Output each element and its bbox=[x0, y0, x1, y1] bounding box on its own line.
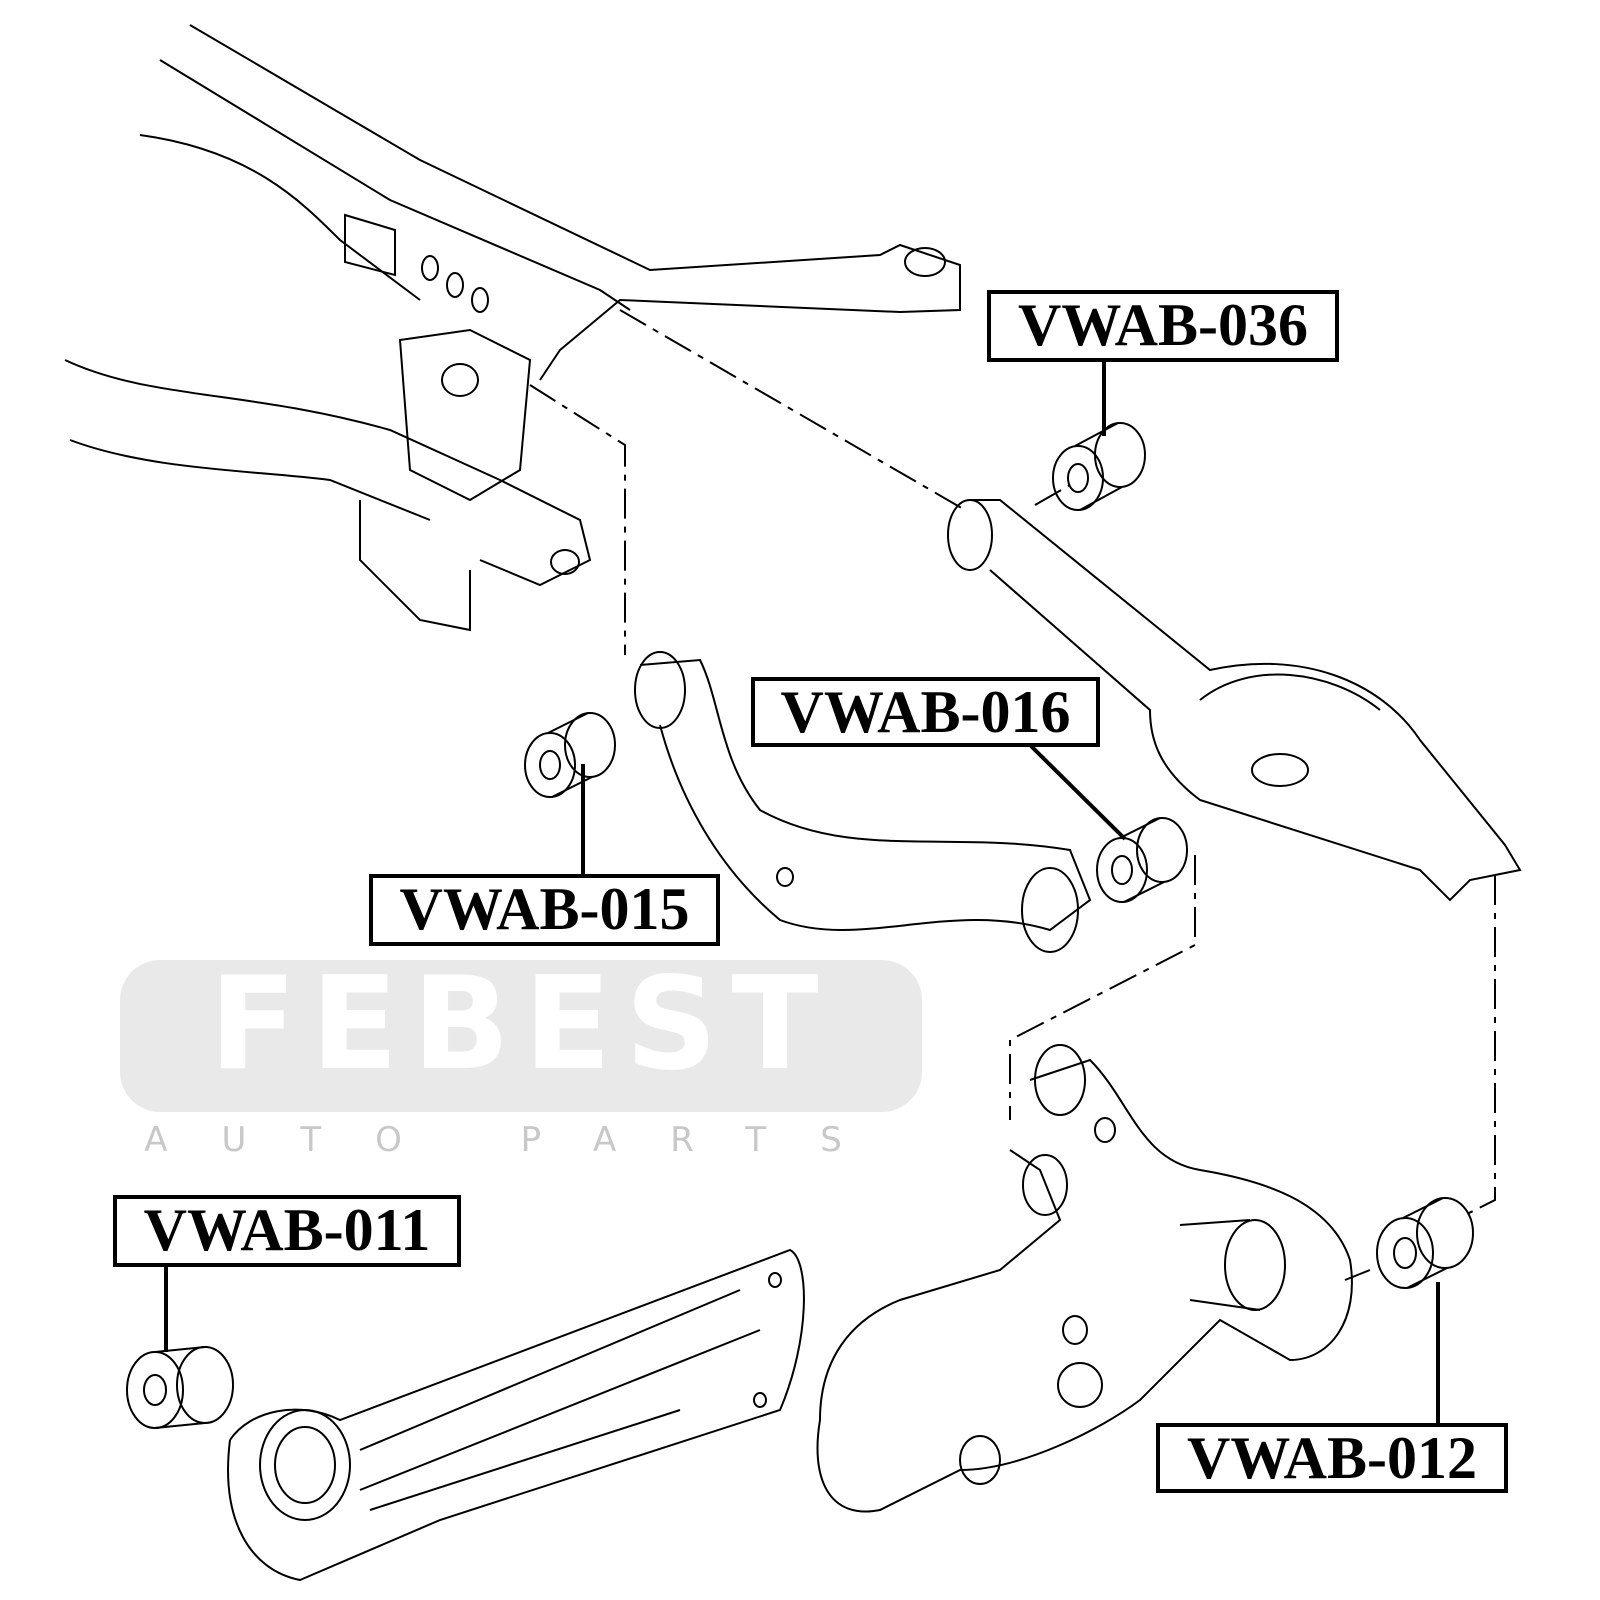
assembly-lines bbox=[529, 309, 1496, 1281]
camber-arm bbox=[634, 651, 1092, 953]
part-label-vwab-016: VWAB-016 bbox=[751, 677, 1100, 747]
bushing-011 bbox=[126, 1346, 234, 1429]
trailing-arm bbox=[227, 1248, 805, 1582]
bushing-012 bbox=[1376, 1197, 1474, 1289]
watermark-tagline: AUTO PARTS bbox=[144, 1120, 896, 1160]
watermark-brand: FEBEST bbox=[209, 950, 833, 1099]
wheel-carrier bbox=[816, 1044, 1353, 1513]
rear-subframe bbox=[64, 24, 961, 632]
watermark-background bbox=[120, 960, 922, 1112]
bushing-015 bbox=[524, 712, 616, 798]
upper-control-arm bbox=[947, 499, 1522, 902]
part-label-vwab-011: VWAB-011 bbox=[113, 1195, 461, 1267]
part-label-vwab-015: VWAB-015 bbox=[369, 874, 720, 946]
part-label-vwab-012: VWAB-012 bbox=[1156, 1423, 1508, 1493]
bushing-036 bbox=[1052, 422, 1146, 511]
bushing-016 bbox=[1096, 817, 1188, 903]
leader-lines bbox=[164, 362, 1440, 1423]
part-label-vwab-036: VWAB-036 bbox=[987, 290, 1339, 362]
